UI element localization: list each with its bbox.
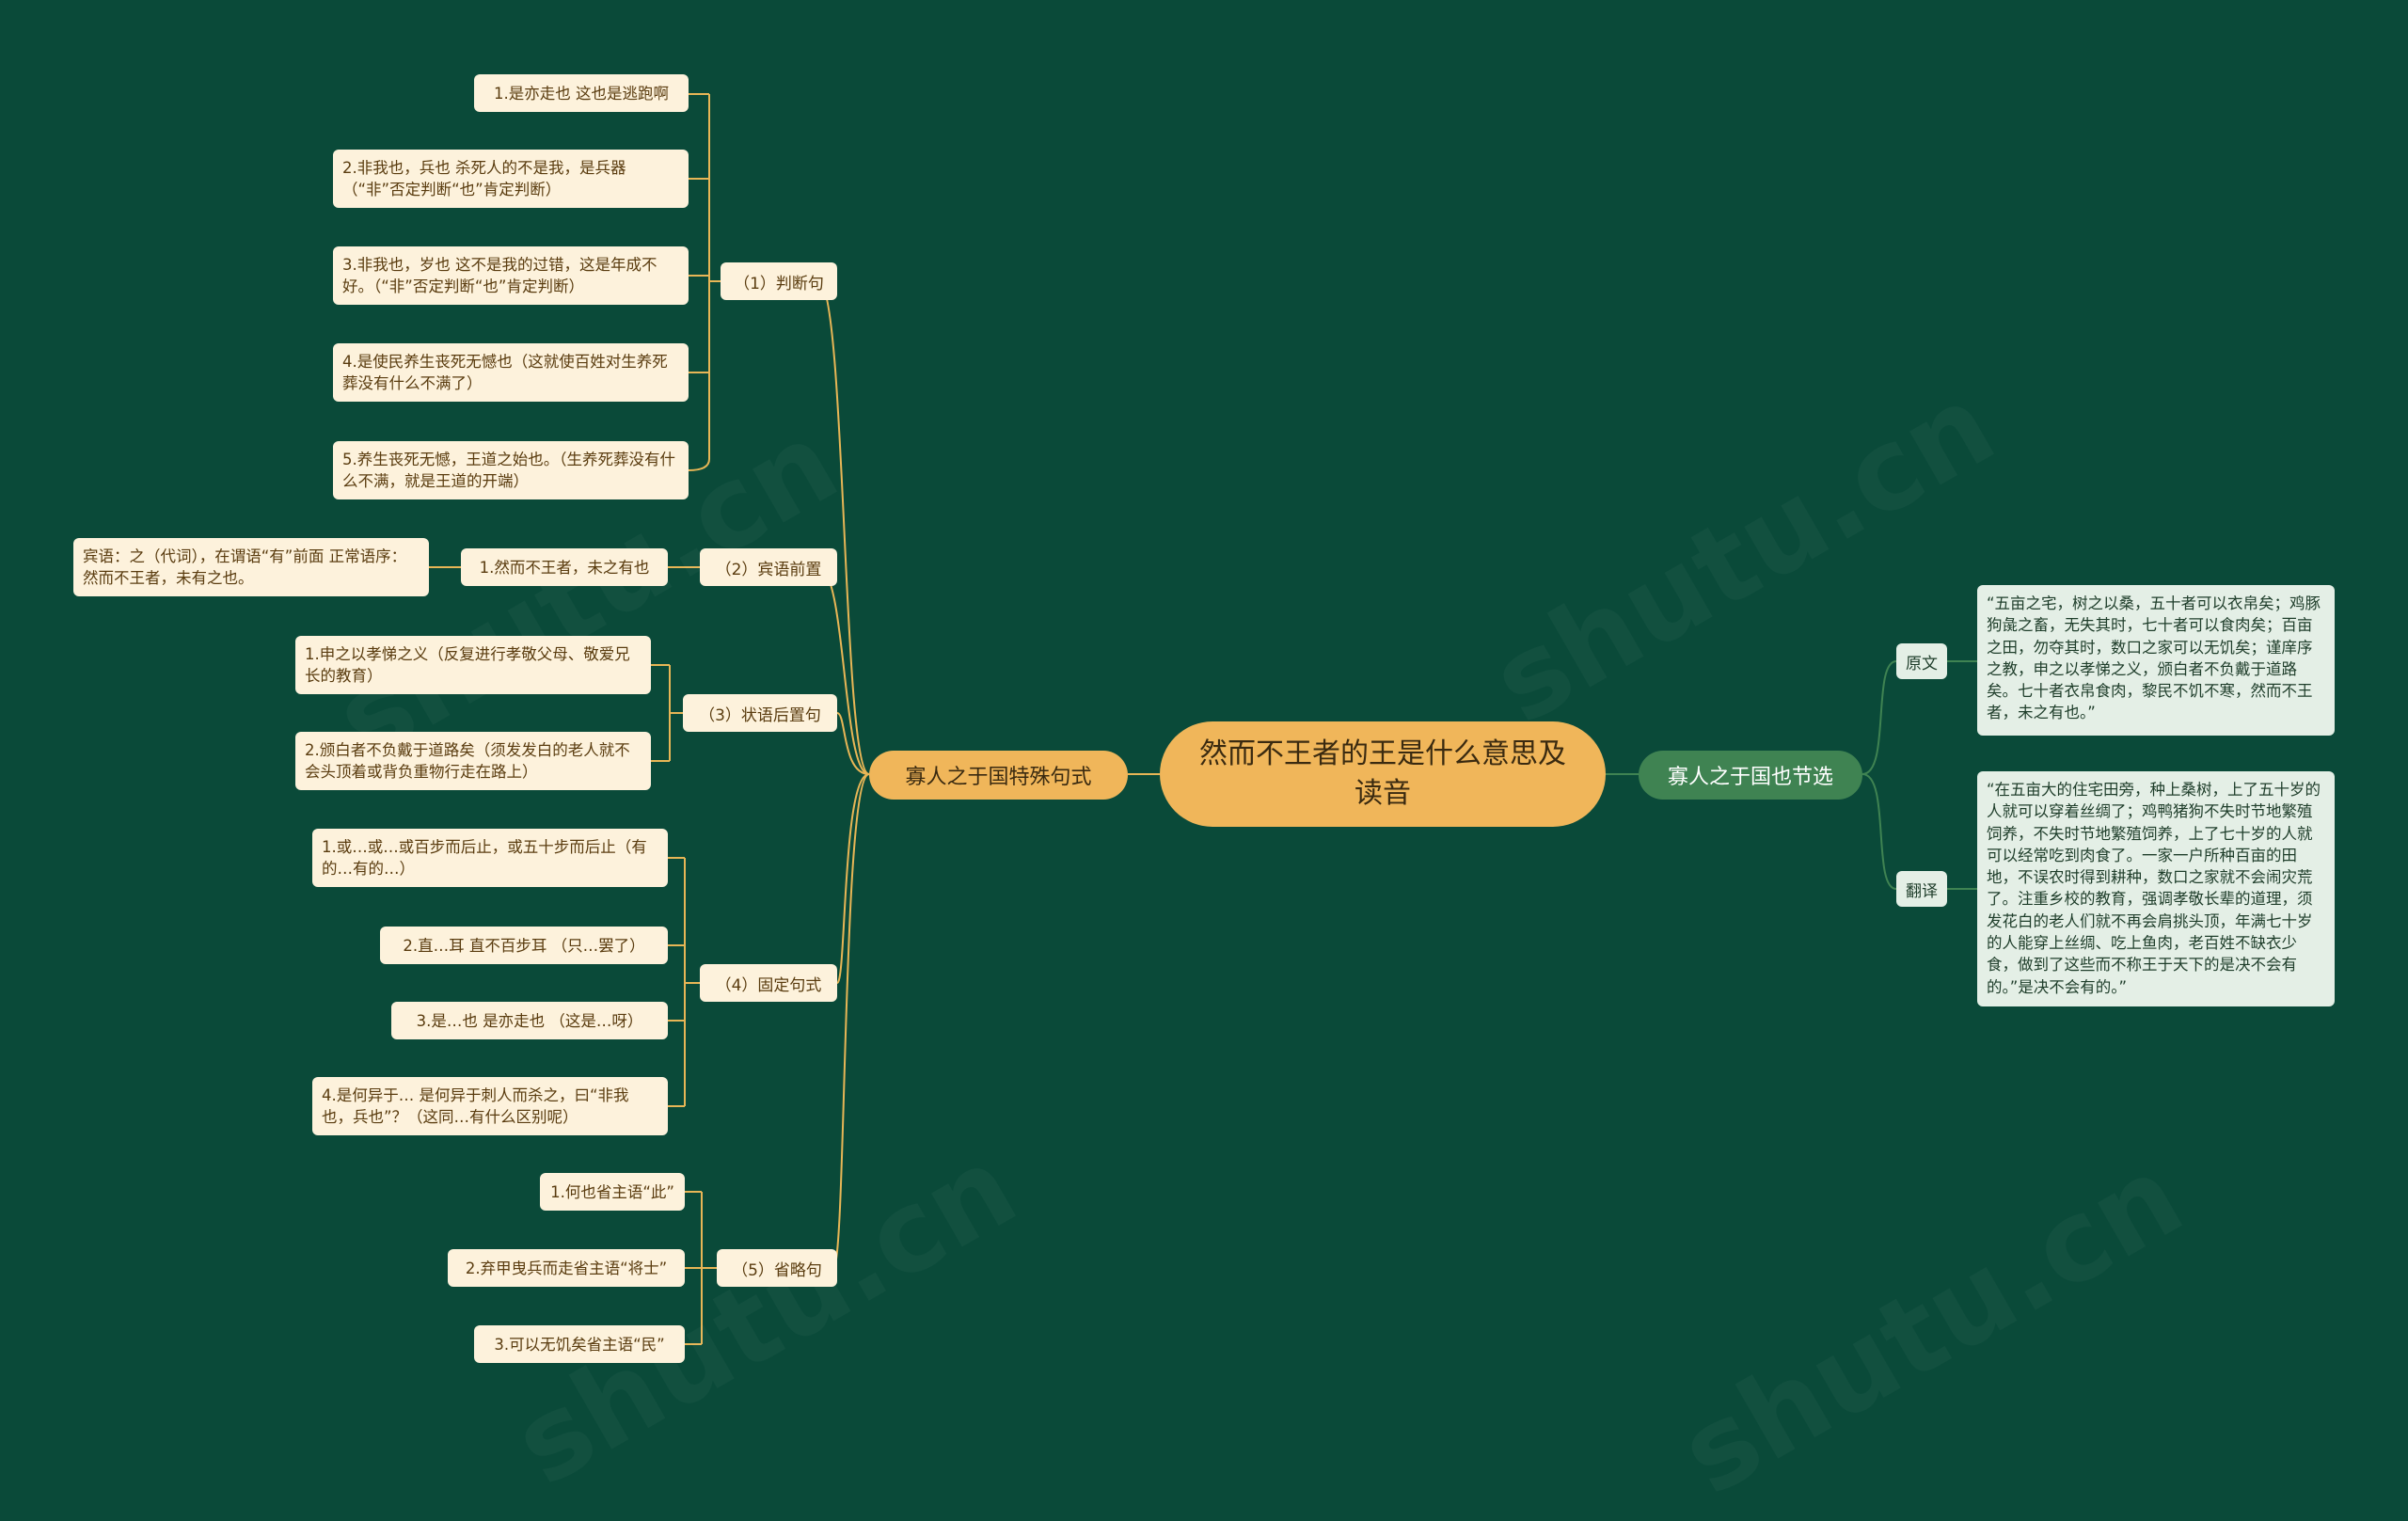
category-ellipsis[interactable]: （5）省略句 [717, 1249, 837, 1287]
category-adverbial-postposition[interactable]: （3）状语后置句 [683, 694, 837, 732]
list-item[interactable]: 2.非我也，兵也 杀死人的不是我，是兵器（“非”否定判断“也”肯定判断） [333, 150, 689, 208]
list-item[interactable]: 1.何也省主语“此” [540, 1173, 685, 1211]
list-item[interactable]: 4.是何异于… 是何异于刺人而杀之，曰“非我也，兵也”？（这同…有什么区别呢） [312, 1077, 668, 1135]
list-item[interactable]: 3.是…也 是亦走也 （这是…呀） [391, 1002, 668, 1039]
connector-lines [429, 93, 1977, 1345]
list-item[interactable]: 4.是使民养生丧死无憾也（这就使百姓对生养死葬没有什么不满了） [333, 343, 689, 402]
category-original-text[interactable]: 原文 [1896, 643, 1947, 679]
branch-special-sentence-patterns[interactable]: 寡人之于国特殊句式 [869, 751, 1128, 800]
list-item[interactable]: 3.可以无饥矣省主语“民” [474, 1325, 685, 1363]
category-translation[interactable]: 翻译 [1896, 871, 1947, 907]
category-fixed-patterns[interactable]: （4）固定句式 [700, 964, 837, 1002]
list-item-detail[interactable]: 宾语：之（代词），在谓语“有”前面 正常语序：然而不王者，未有之也。 [73, 538, 429, 596]
list-item[interactable]: 1.是亦走也 这也是逃跑啊 [474, 74, 689, 112]
category-judgment-sentence[interactable]: （1）判断句 [721, 262, 837, 300]
root-topic[interactable]: 然而不王者的王是什么意思及读音 [1160, 721, 1606, 827]
original-text-passage[interactable]: “五亩之宅，树之以桑，五十者可以衣帛矣；鸡豚狗彘之畜，无失其时，七十者可以食肉矣… [1977, 585, 2335, 736]
list-item[interactable]: 3.非我也，岁也 这不是我的过错，这是年成不好。（“非”否定判断“也”肯定判断） [333, 246, 689, 305]
list-item[interactable]: 2.弃甲曳兵而走省主语“将士” [448, 1249, 685, 1287]
translation-passage[interactable]: “在五亩大的住宅田旁，种上桑树，上了五十岁的人就可以穿着丝绸了；鸡鸭猪狗不失时节… [1977, 771, 2335, 1006]
branch-excerpt[interactable]: 寡人之于国也节选 [1639, 751, 1862, 800]
list-item[interactable]: 1.申之以孝悌之义（反复进行孝敬父母、敬爱兄长的教育） [295, 636, 651, 694]
list-item[interactable]: 5.养生丧死无憾，王道之始也。（生养死葬没有什么不满，就是王道的开端） [333, 441, 689, 499]
list-item[interactable]: 1.或…或…或百步而后止，或五十步而后止（有的…有的…） [312, 829, 668, 887]
list-item[interactable]: 2.颁白者不负戴于道路矣（须发发白的老人就不会头顶着或背负重物行走在路上） [295, 732, 651, 790]
list-item[interactable]: 2.直…耳 直不百步耳 （只…罢了） [380, 927, 668, 964]
category-object-preposition[interactable]: （2）宾语前置 [700, 548, 837, 586]
list-item[interactable]: 1.然而不王者，未之有也 [461, 548, 668, 586]
